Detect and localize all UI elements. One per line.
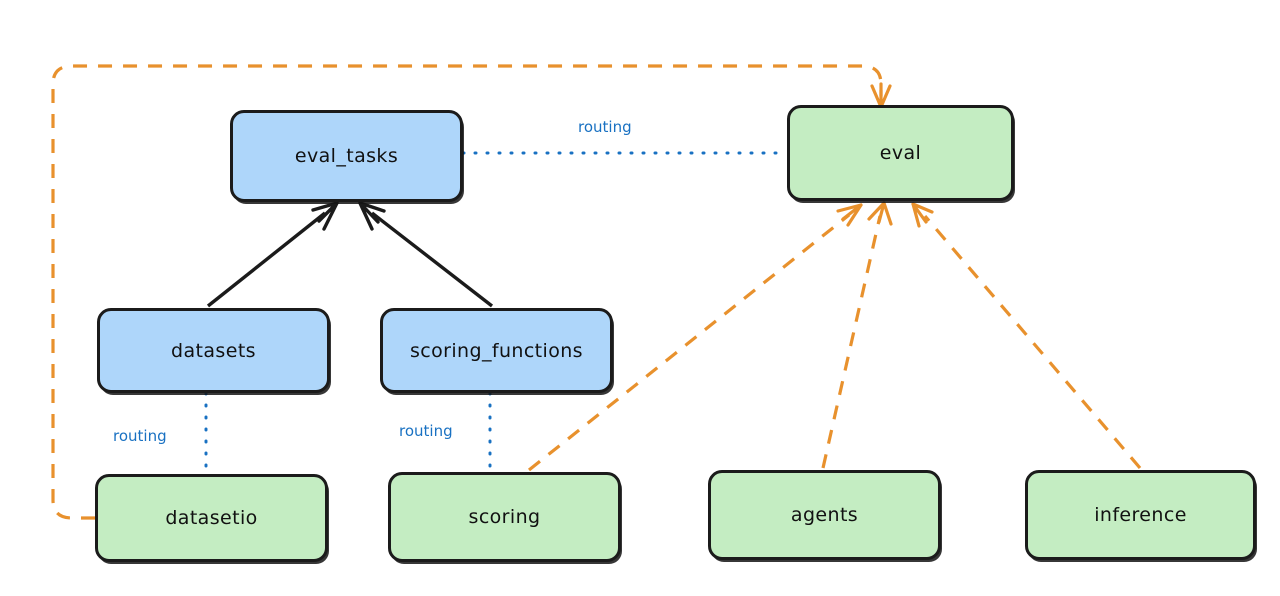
- edge-datasets-into-eval_tasks: [206, 201, 339, 308]
- node-eval-tasks[interactable]: eval_tasks: [230, 110, 463, 202]
- edge-scoring-into-eval: [528, 203, 863, 472]
- edge-scoring_functions-into-eval_tasks: [358, 201, 494, 308]
- node-datasets[interactable]: datasets: [97, 308, 330, 393]
- node-label: eval_tasks: [294, 145, 399, 167]
- edge-label-routing-scoring-functions-to-scoring: routing: [399, 422, 453, 440]
- edge-datasetio-into-eval: [51, 64, 892, 520]
- node-eval[interactable]: eval: [787, 105, 1014, 201]
- node-scoring-functions[interactable]: scoring_functions: [380, 308, 613, 393]
- node-label: scoring: [468, 506, 541, 528]
- node-label: agents: [790, 504, 859, 526]
- node-inference[interactable]: inference: [1025, 470, 1256, 560]
- edge-agents-into-eval: [821, 201, 893, 469]
- node-label: scoring_functions: [410, 339, 583, 362]
- node-agents[interactable]: agents: [708, 470, 941, 560]
- node-label: datasets: [171, 339, 256, 362]
- node-label: inference: [1094, 504, 1187, 526]
- node-scoring[interactable]: scoring: [388, 472, 621, 562]
- node-label: datasetio: [165, 507, 258, 529]
- node-label: eval: [879, 142, 922, 164]
- node-datasetio[interactable]: datasetio: [95, 474, 328, 562]
- edge-label-routing-datasets-to-datasetio: routing: [113, 427, 167, 445]
- edge-label-routing-eval-tasks-to-eval: routing: [578, 118, 632, 136]
- edge-inference-into-eval: [911, 202, 1142, 470]
